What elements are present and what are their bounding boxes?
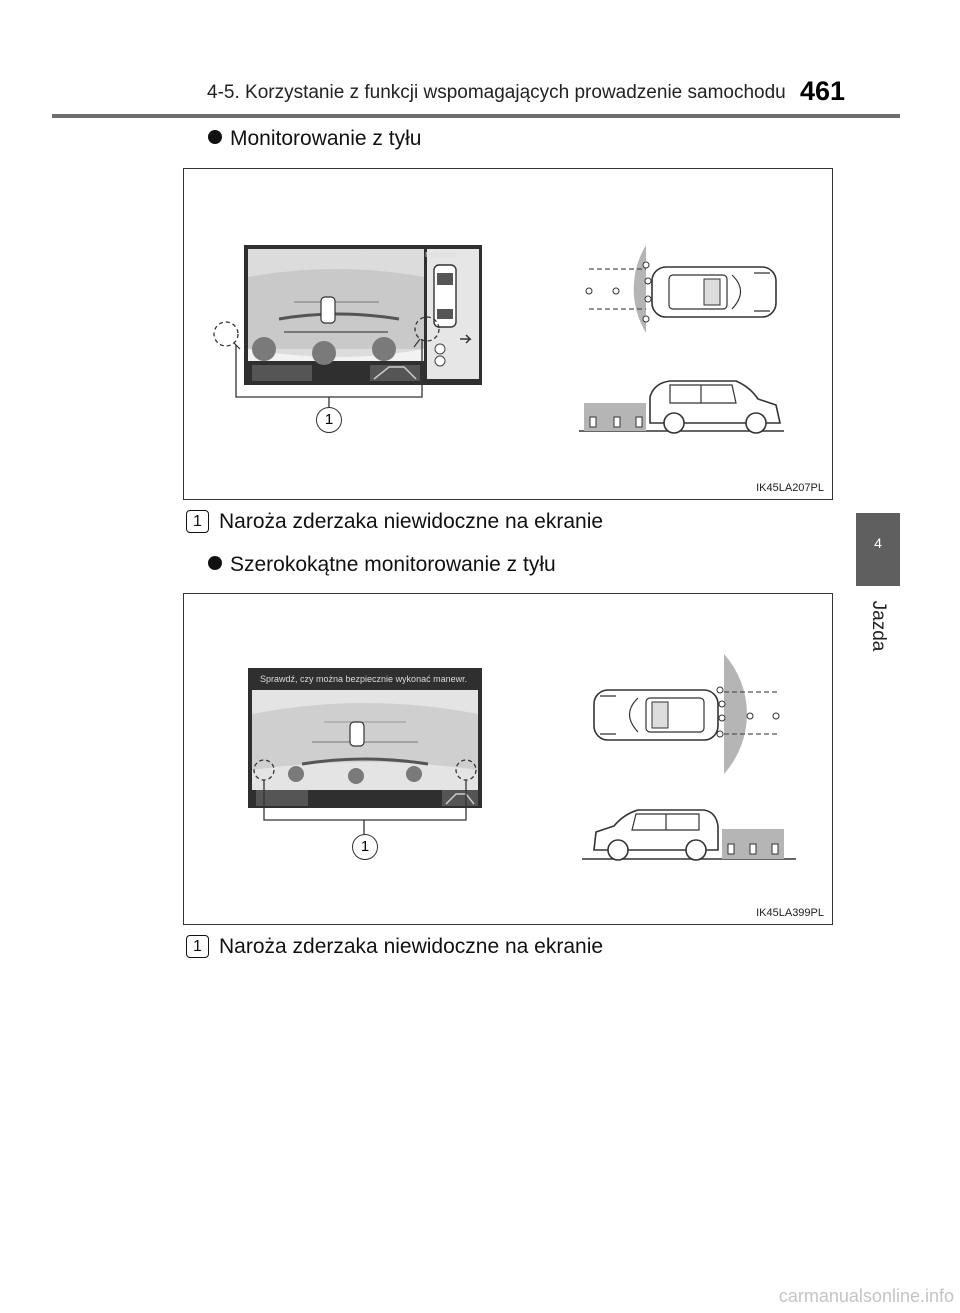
caption-text: Naroża zderzaka niewidoczne na ekranie	[219, 510, 604, 533]
side-view-car	[579, 380, 784, 434]
screen-message: Sprawdź, czy można bezpiecznie wykonać m…	[260, 674, 468, 684]
image-code: IK45LA399PL	[756, 907, 824, 919]
caption-number: 1	[186, 510, 209, 533]
page-number: 461	[800, 76, 846, 106]
callout-number: 1	[352, 834, 378, 860]
bullet-icon	[208, 556, 222, 570]
side-view-car	[582, 809, 796, 861]
figure-rear-view: Sprawdź, czy można bezpiecznie wykonać m…	[183, 168, 833, 500]
section-heading-rear-view: Monitorowanie z tyłu	[208, 127, 421, 151]
monitor-screen	[248, 668, 482, 808]
chapter-tab: 4	[856, 513, 900, 586]
monitor-screen	[244, 245, 482, 385]
heading-text: Szerokokątne monitorowanie z tyłu	[230, 553, 556, 576]
section-title: 4-5. Korzystanie z funkcji wspomagającyc…	[207, 82, 786, 103]
bumper-corner-markers	[253, 759, 477, 834]
section-heading-wide-view: Szerokokątne monitorowanie z tyłu	[208, 553, 556, 577]
callout-number: 1	[316, 407, 342, 433]
chapter-label-text: Jazda	[868, 600, 889, 652]
chapter-label: Jazda	[858, 596, 898, 656]
caption-number: 1	[186, 935, 209, 958]
top-view-car	[593, 654, 780, 774]
top-view-car	[585, 245, 777, 333]
caption-wide-view: 1 Naroża zderzaka niewidoczne na ekranie	[186, 935, 603, 959]
chapter-number: 4	[874, 535, 882, 551]
wide-view-illustration	[248, 654, 796, 861]
header-divider	[52, 114, 900, 118]
bullet-icon	[208, 130, 222, 144]
caption-rear-view: 1 Naroża zderzaka niewidoczne na ekranie	[186, 510, 603, 534]
screen-message: Sprawdź, czy można bezpiecznie wykonać m…	[252, 249, 460, 259]
figure-wide-view: Sprawdź, czy można bezpiecznie wykonać m…	[183, 593, 833, 925]
heading-text: Monitorowanie z tyłu	[230, 127, 422, 150]
image-code: IK45LA207PL	[756, 482, 824, 494]
rear-view-illustration	[213, 245, 784, 434]
site-watermark: carmanualsonline.info	[778, 1286, 954, 1306]
caption-text: Naroża zderzaka niewidoczne na ekranie	[219, 935, 604, 958]
